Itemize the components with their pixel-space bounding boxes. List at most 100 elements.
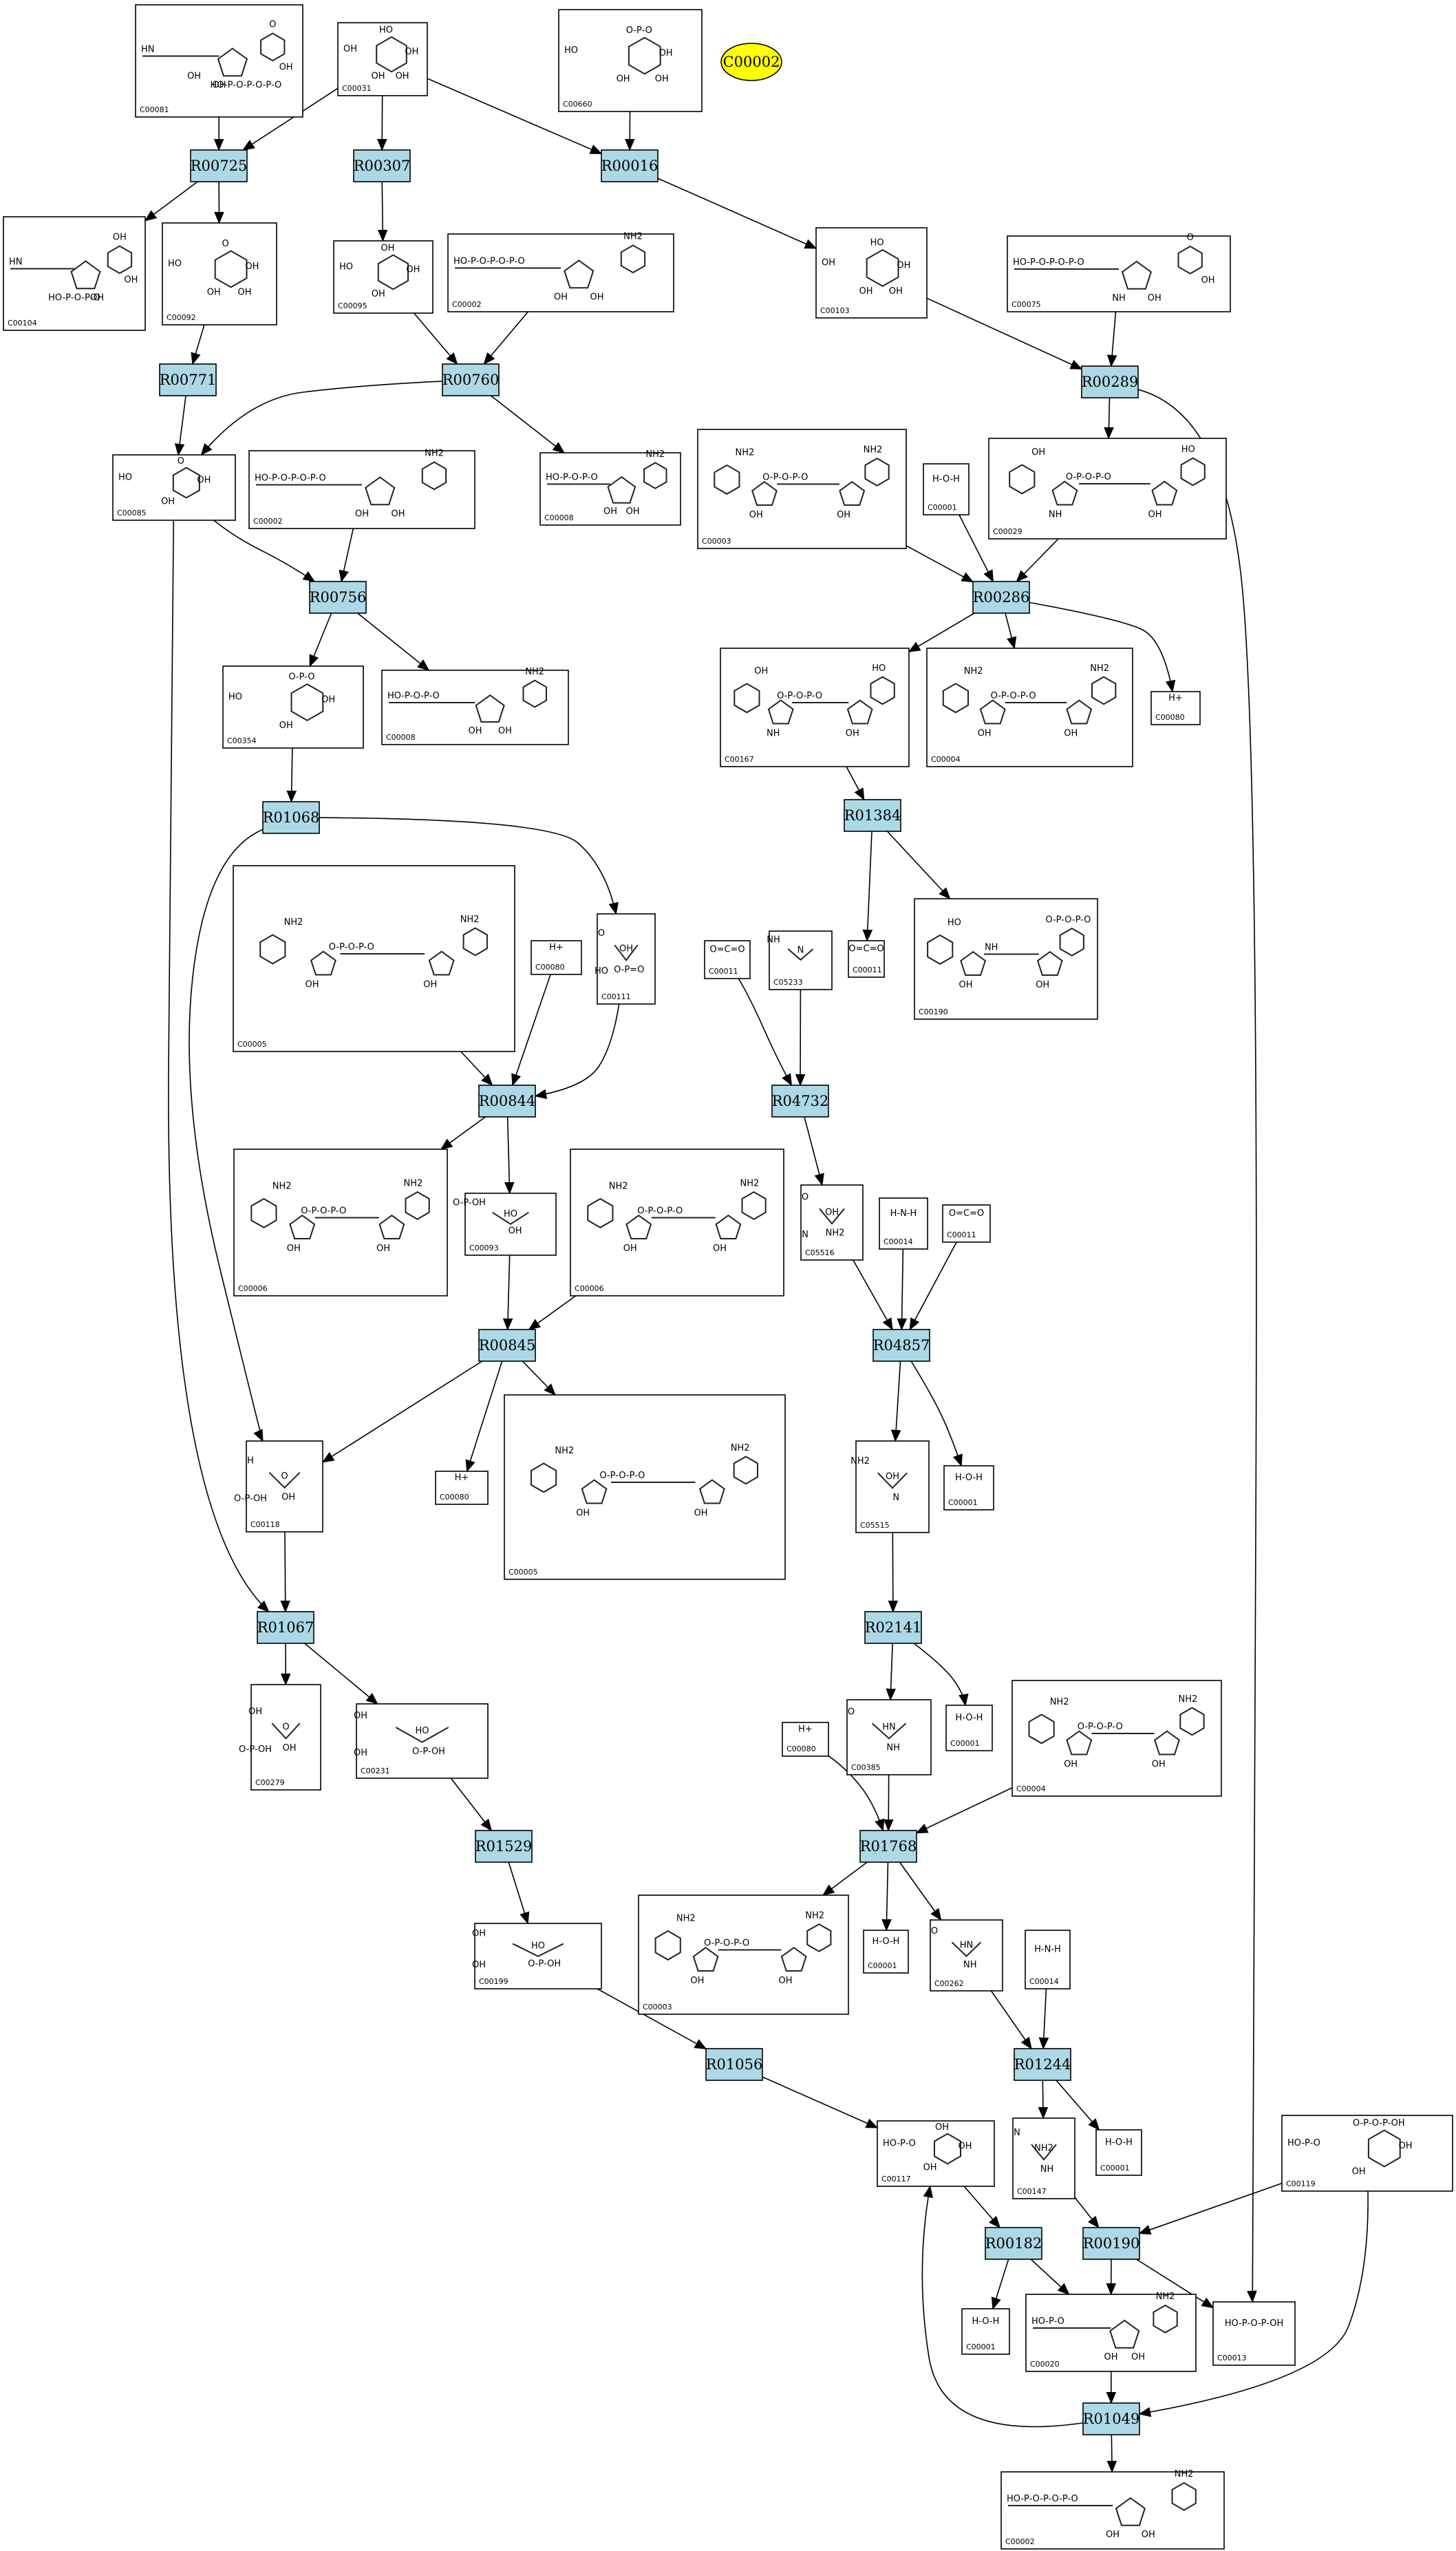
reaction-node-r00756[interactable]: R00756 [309,581,367,614]
compound-box [855,1440,930,1533]
atom-label: O-P-OH [412,1747,445,1757]
reaction-node-r00182[interactable]: R00182 [985,2227,1042,2260]
reaction-node-r01768[interactable]: R01768 [859,1830,917,1863]
reaction-node-r00016[interactable]: R00016 [601,149,659,182]
compound-box [1012,2117,1075,2199]
reaction-node-r00286[interactable]: R00286 [972,581,1030,614]
compound-node-c00080[interactable]: H+C00080 [782,1722,829,1757]
atom-label: NH [767,935,780,946]
compound-node-c00080[interactable]: H+C00080 [531,940,582,975]
compound-node-c00080[interactable]: H+C00080 [1150,691,1201,725]
atom-label: OH [187,72,201,82]
atom-label: HN [9,257,23,268]
atom-label: NH2 [525,667,544,677]
reaction-node-r00307[interactable]: R00307 [353,149,411,182]
highlighted-compound[interactable]: C00002 [720,43,782,81]
atom-label: OH [958,2142,972,2152]
reaction-node-r00725[interactable]: R00725 [190,149,248,182]
reaction-node-r00190[interactable]: R00190 [1082,2227,1140,2260]
pathway-arrow [465,1360,503,1473]
reaction-node-r01049[interactable]: R01049 [1082,2402,1140,2435]
reaction-node-r01067[interactable]: R01067 [257,1611,314,1644]
reaction-node-r00845[interactable]: R00845 [478,1329,536,1362]
reaction-node-r01529[interactable]: R01529 [475,1830,533,1863]
reaction-node-r00289[interactable]: R00289 [1081,365,1139,398]
reaction-node-r01068[interactable]: R01068 [262,801,320,834]
reaction-node-r00771[interactable]: R00771 [159,363,217,396]
reaction-node-r01056[interactable]: R01056 [705,2048,763,2081]
compound-id: C00080 [440,1493,469,1502]
compound-node-c00080[interactable]: H+C00080 [435,1471,489,1505]
reaction-node-r01244[interactable]: R01244 [1014,2048,1071,2081]
reaction-node-r00844[interactable]: R00844 [478,1085,536,1118]
atom-label: OH [248,1707,262,1717]
reaction-node-r04732[interactable]: R04732 [771,1085,829,1118]
reaction-id: R04732 [772,1093,829,1109]
reaction-node-r00760[interactable]: R00760 [442,363,500,396]
reaction-node-r02141[interactable]: R02141 [864,1611,922,1644]
reaction-id: R01244 [1014,2056,1071,2073]
pathway-arrow [1038,2080,1049,2120]
atom-label: OH [1142,2530,1155,2540]
reaction-node-r04857[interactable]: R04857 [872,1329,930,1362]
atom-label: O [269,20,276,30]
compound-box [863,1930,909,1974]
reaction-node-r01384[interactable]: R01384 [844,799,901,832]
pathway-arrow [915,1787,1013,1834]
